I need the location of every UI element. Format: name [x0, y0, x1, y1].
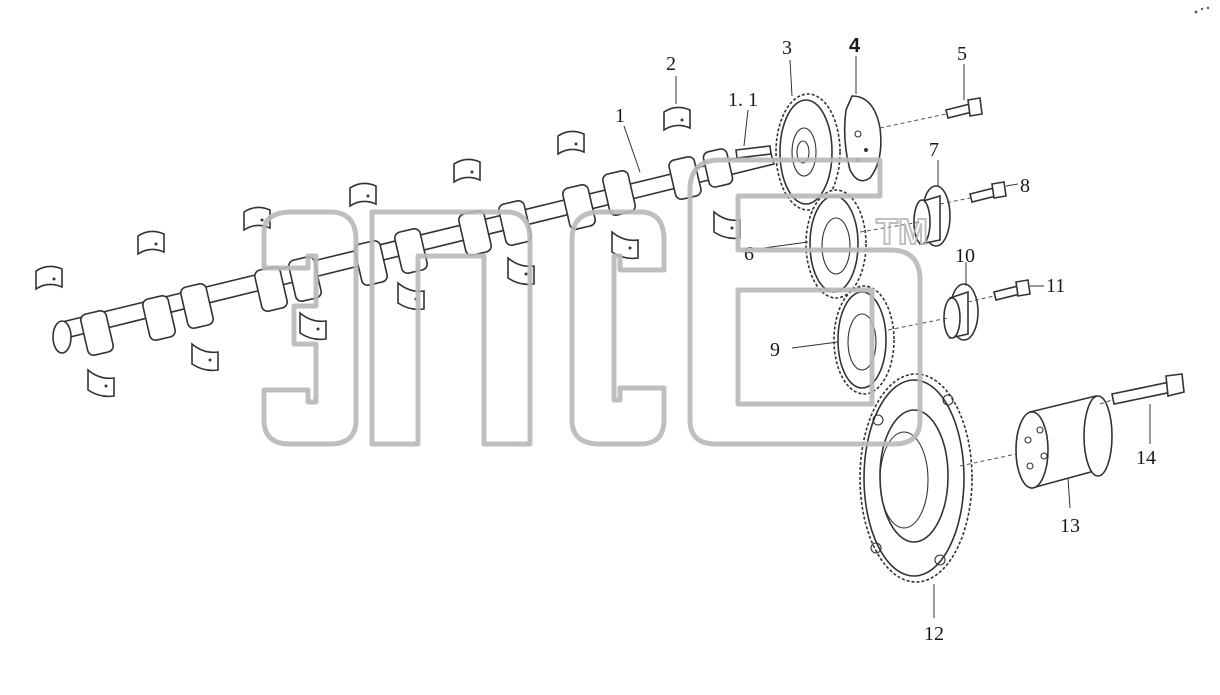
- label-1-1: 1. 1: [728, 89, 758, 111]
- idler-gear-9: [833, 285, 895, 395]
- label-4: 4: [849, 35, 861, 57]
- label-1: 1: [615, 105, 625, 127]
- label-11: 11: [1046, 275, 1065, 297]
- idler-shaft-10: [887, 283, 979, 341]
- bolt-5: [879, 97, 983, 129]
- idler-gear-6: [805, 189, 867, 299]
- bolt-14: [1099, 373, 1185, 405]
- label-9: 9: [770, 339, 780, 361]
- label-6: 6: [744, 243, 754, 265]
- hub-13: [959, 394, 1113, 490]
- label-13: 13: [1060, 515, 1080, 537]
- large-idler-gear-12: [859, 373, 973, 583]
- bolt-11: [967, 279, 1031, 303]
- label-14: 14: [1136, 447, 1156, 469]
- label-12: 12: [924, 623, 944, 645]
- label-3: 3: [782, 37, 792, 59]
- corner-mark: [1194, 6, 1210, 14]
- thrust-plate: [843, 95, 882, 182]
- label-10: 10: [955, 245, 975, 267]
- leader-lines: [623, 56, 1151, 618]
- watermark-logo: TM: [261, 157, 929, 447]
- idler-shaft-7: [859, 185, 951, 247]
- label-2: 2: [666, 53, 676, 75]
- bolt-8: [939, 181, 1007, 205]
- watermark-trademark: TM: [876, 211, 928, 252]
- label-5: 5: [957, 43, 967, 65]
- part-labels: 1 1. 1 2 3 4 5 6 7 8 9 10 11 12 13 14: [615, 35, 1156, 645]
- label-7: 7: [929, 139, 939, 161]
- camshaft-gear: [775, 93, 841, 211]
- label-8: 8: [1020, 175, 1030, 197]
- dowel-pin: [735, 145, 772, 159]
